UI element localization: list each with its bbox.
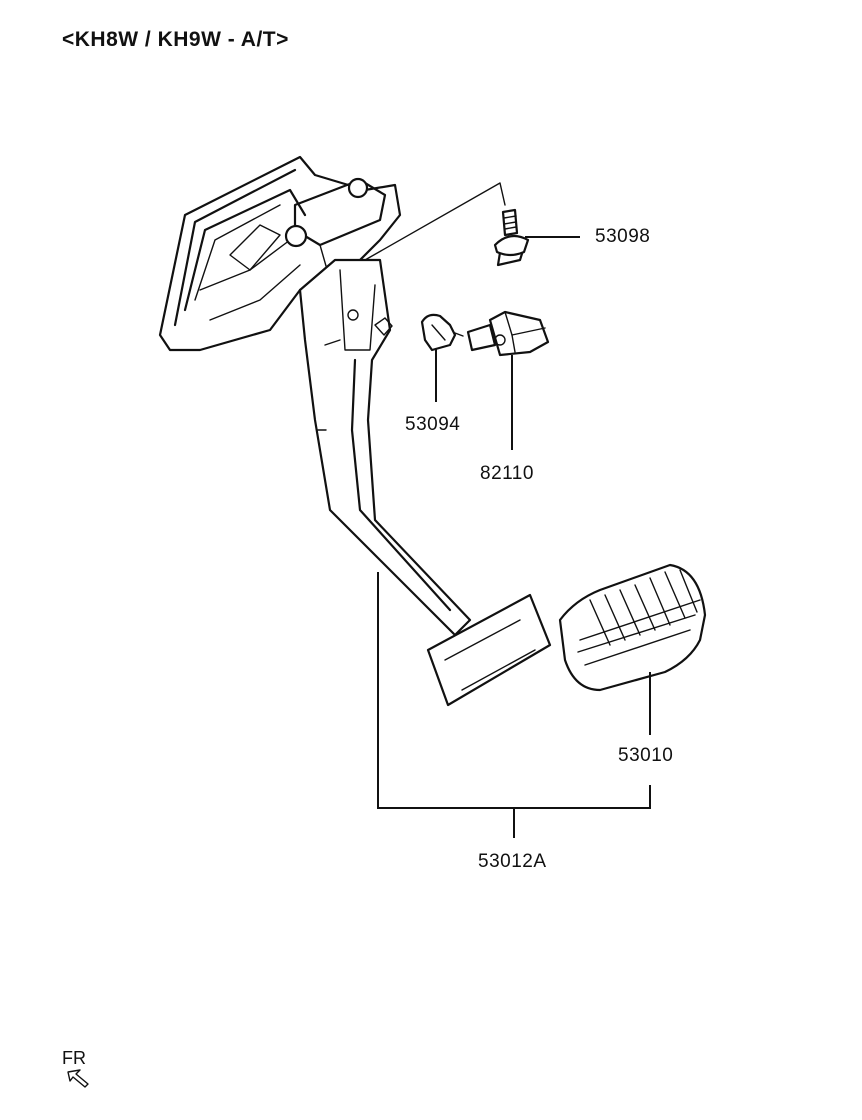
bolt (493, 208, 530, 267)
pedal-pad (558, 563, 707, 692)
pedal-plate (426, 593, 552, 707)
model-title: <KH8W / KH9W - A/T> (62, 28, 289, 51)
stop-lamp-switch (466, 310, 550, 357)
front-arrow-icon (67, 1069, 89, 1088)
front-direction-label: FR (62, 1048, 86, 1068)
bolt-reference-line (364, 182, 506, 261)
part-label-pedal-assembly: 53012A (478, 851, 547, 872)
leader-lines (377, 236, 651, 838)
part-label-bolt: 53098 (595, 226, 651, 247)
part-label-clip: 53094 (405, 414, 461, 435)
clip (420, 313, 464, 352)
part-label-pedal-pad: 53010 (618, 745, 674, 766)
pedal-arm (298, 258, 472, 637)
pedal-mounting-bracket (158, 155, 402, 352)
part-label-stop-lamp-switch: 82110 (480, 463, 534, 484)
